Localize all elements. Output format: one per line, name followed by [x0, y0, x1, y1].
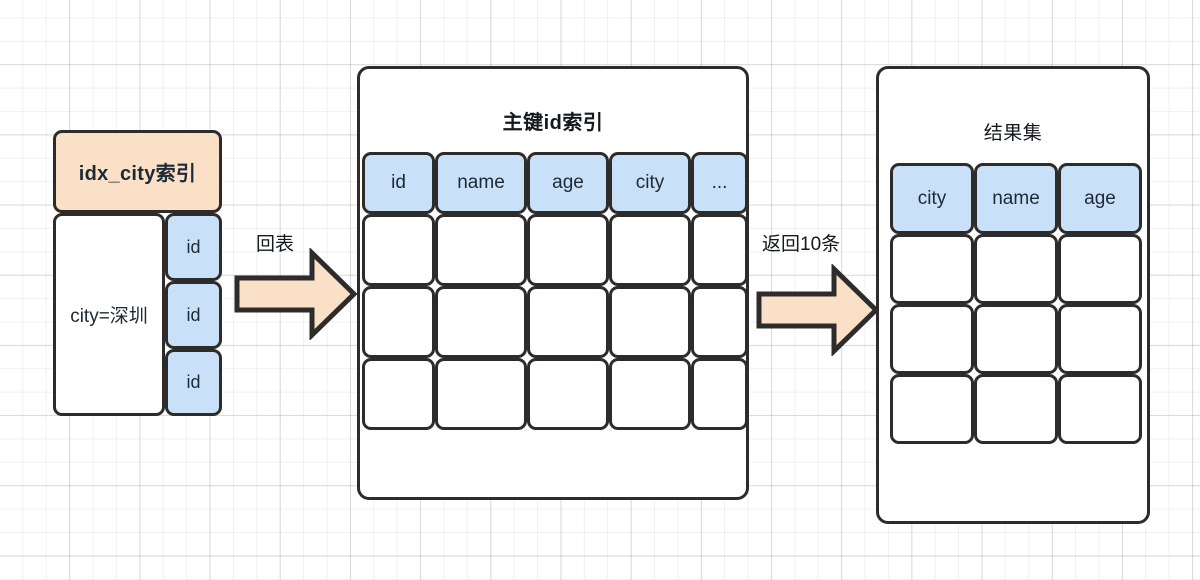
- idx-city-header: idx_city索引: [53, 130, 222, 213]
- primary-index-cell: [691, 358, 748, 430]
- primary-index-col-age: age: [527, 152, 609, 214]
- primary-index-cell: [691, 286, 748, 358]
- result-set-cell: [974, 374, 1058, 444]
- primary-index-cell: [609, 286, 691, 358]
- primary-index-cell: [691, 214, 748, 286]
- secondary-index-id-cell-1: id: [165, 213, 222, 281]
- primary-index-col-city: city: [609, 152, 691, 214]
- primary-index-col-ellipsis: ...: [691, 152, 748, 214]
- primary-index-cell: [527, 286, 609, 358]
- result-set-col-city: city: [890, 163, 974, 234]
- primary-index-cell: [527, 214, 609, 286]
- result-set-cell: [890, 304, 974, 374]
- return-10-rows-arrow: [756, 264, 880, 356]
- primary-index-cell: [527, 358, 609, 430]
- primary-index-cell: [435, 286, 527, 358]
- result-set-cell: [1058, 234, 1142, 304]
- primary-index-cell: [435, 358, 527, 430]
- primary-index-cell: [435, 214, 527, 286]
- primary-index-cell: [609, 358, 691, 430]
- result-set-cell: [974, 304, 1058, 374]
- result-set-col-name: name: [974, 163, 1058, 234]
- secondary-index-id-cell-2: id: [165, 281, 222, 349]
- result-set-cell: [1058, 304, 1142, 374]
- back-to-table-arrow: [234, 248, 358, 340]
- primary-index-cell: [362, 214, 435, 286]
- primary-index-title: 主键id索引: [502, 112, 604, 134]
- back-to-table-arrow-label: 回表: [256, 234, 295, 255]
- result-set-cell: [890, 374, 974, 444]
- primary-index-col-name: name: [435, 152, 527, 214]
- secondary-index-id-cell-3: id: [165, 349, 222, 416]
- primary-index-cell: [609, 214, 691, 286]
- primary-index-cell: [362, 358, 435, 430]
- result-set-cell: [974, 234, 1058, 304]
- city-condition-cell: city=深圳: [53, 213, 165, 416]
- return-10-rows-arrow-label: 返回10条: [762, 234, 841, 255]
- result-set-col-age: age: [1058, 163, 1142, 234]
- result-set-title: 结果集: [983, 123, 1043, 144]
- result-set-cell: [890, 234, 974, 304]
- result-set-cell: [1058, 374, 1142, 444]
- primary-index-cell: [362, 286, 435, 358]
- primary-index-col-id: id: [362, 152, 435, 214]
